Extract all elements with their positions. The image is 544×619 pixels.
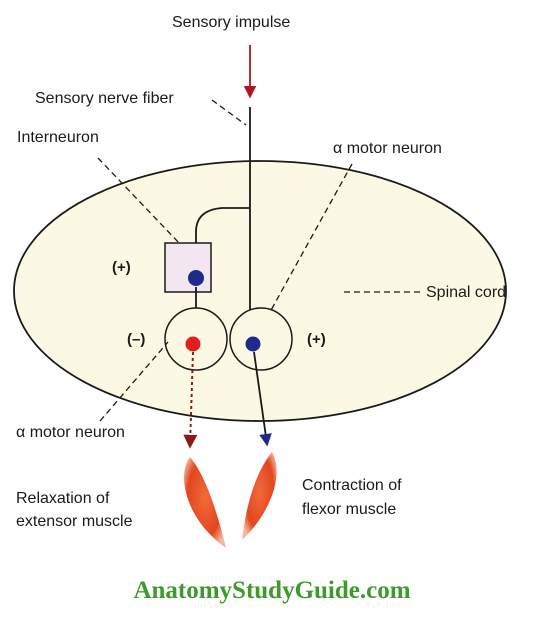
inhibition-arrow: [183, 351, 198, 449]
extensor-muscle: [184, 457, 226, 548]
leader-motor-neuron-right: [269, 163, 353, 313]
sign-inhibited-minus: (–): [127, 331, 145, 348]
sign-excited-plus: (+): [307, 331, 326, 348]
label-sensory-impulse: Sensory impulse: [172, 14, 290, 31]
label-sensory-nerve-fiber: Sensory nerve fiber: [35, 90, 174, 107]
label-alpha-motor-neuron-right: α motor neuron: [333, 140, 442, 157]
excitation-arrow: [253, 351, 272, 447]
excited-motor-neuron-dot: [245, 336, 261, 352]
interneuron-branch: [189, 207, 250, 261]
sign-interneuron-plus: (+): [112, 259, 131, 276]
label-alpha-motor-neuron-left: α motor neuron: [16, 424, 125, 441]
leader-motor-neuron-left: [99, 341, 169, 422]
watermark: AnatomyStudyGuide.com: [133, 577, 410, 604]
inhibited-motor-neuron-dot: [185, 336, 201, 352]
spinal-cord: [13, 160, 507, 422]
label-relaxation-line1: Relaxation of: [16, 490, 110, 507]
leader-sensory-fiber: [211, 99, 247, 126]
label-contraction-line1: Contraction of: [302, 477, 402, 494]
label-interneuron: Interneuron: [17, 129, 99, 146]
label-spinal-cord: Spinal cord: [426, 284, 506, 301]
label-contraction-line2: flexor muscle: [302, 501, 396, 518]
interneuron-box: [164, 242, 212, 293]
excited-motor-neuron: [229, 307, 293, 371]
label-relaxation-line2: extensor muscle: [16, 513, 133, 530]
flexor-muscle: [242, 452, 277, 540]
interneuron-cell-body: [188, 270, 204, 286]
